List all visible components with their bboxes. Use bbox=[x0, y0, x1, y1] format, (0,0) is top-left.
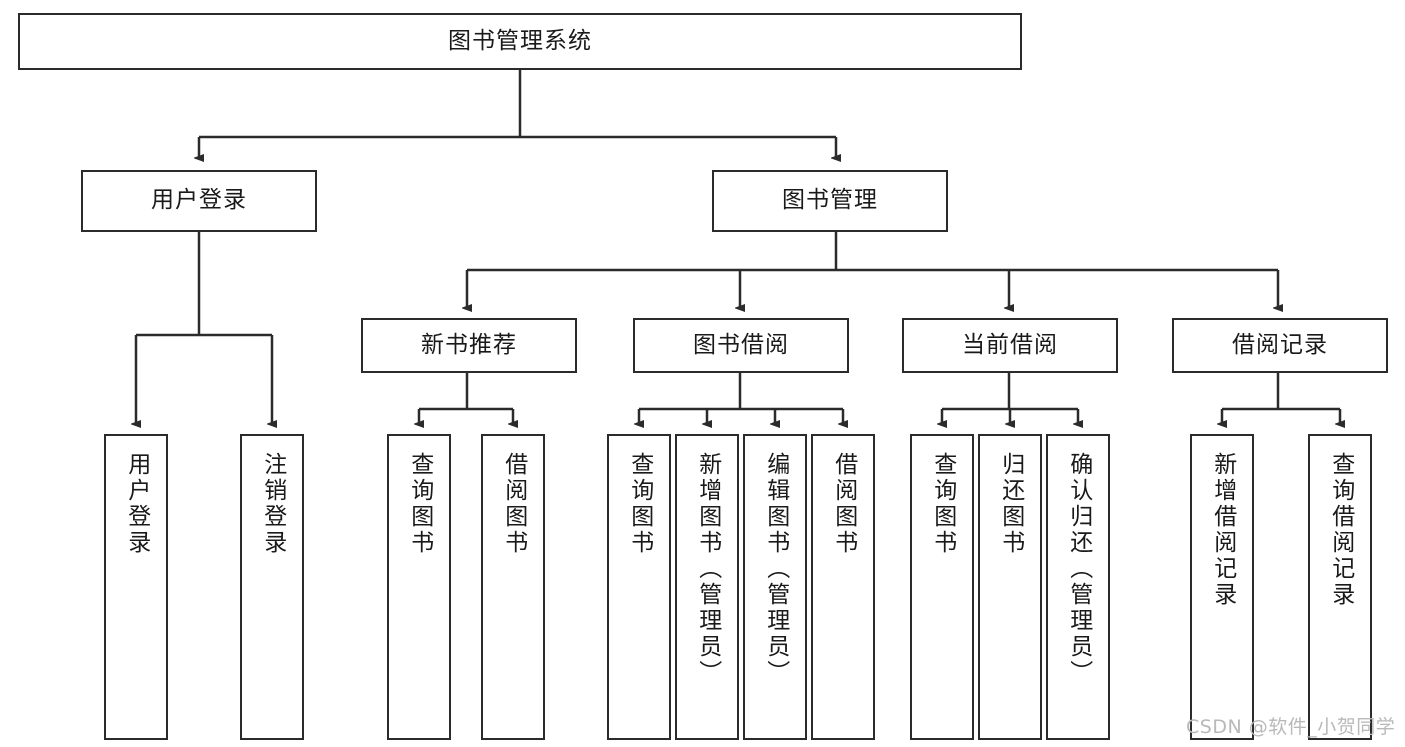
node-leaf-borrow-book-2[interactable]: 借阅图书 bbox=[811, 434, 875, 740]
node-root[interactable]: 图书管理系统 bbox=[18, 13, 1022, 70]
node-leaf-query-book-2[interactable]: 查询图书 bbox=[607, 434, 671, 740]
node-current-borrow[interactable]: 当前借阅 bbox=[902, 318, 1118, 373]
node-leaf-logout[interactable]: 注销登录 bbox=[240, 434, 304, 740]
node-leaf-add-book[interactable]: 新增图书（管理员） bbox=[675, 434, 739, 740]
node-leaf-query-book-1-label: 查询图书 bbox=[406, 452, 433, 556]
node-user-login[interactable]: 用户登录 bbox=[81, 170, 317, 232]
node-leaf-logout-label: 注销登录 bbox=[259, 452, 286, 556]
node-new-book-recommend[interactable]: 新书推荐 bbox=[361, 318, 577, 373]
node-leaf-confirm-return[interactable]: 确认归还（管理员） bbox=[1046, 434, 1110, 740]
node-leaf-return-book-label: 归还图书 bbox=[997, 452, 1024, 556]
node-leaf-query-record[interactable]: 查询借阅记录 bbox=[1308, 434, 1372, 740]
node-leaf-user-login[interactable]: 用户登录 bbox=[104, 434, 168, 740]
node-leaf-query-book-3[interactable]: 查询图书 bbox=[910, 434, 974, 740]
node-leaf-borrow-book-1[interactable]: 借阅图书 bbox=[481, 434, 545, 740]
watermark: CSDN @软件_小贺同学 bbox=[1186, 716, 1396, 738]
node-leaf-query-record-label: 查询借阅记录 bbox=[1327, 452, 1354, 608]
node-leaf-add-book-label: 新增图书（管理员） bbox=[694, 452, 721, 686]
node-leaf-edit-book[interactable]: 编辑图书（管理员） bbox=[743, 434, 807, 740]
node-leaf-query-book-2-label: 查询图书 bbox=[626, 452, 653, 556]
node-borrow-record[interactable]: 借阅记录 bbox=[1172, 318, 1388, 373]
node-leaf-add-record[interactable]: 新增借阅记录 bbox=[1190, 434, 1254, 740]
node-new-book-recommend-label: 新书推荐 bbox=[421, 331, 517, 358]
node-borrow-record-label: 借阅记录 bbox=[1232, 331, 1328, 358]
node-book-management[interactable]: 图书管理 bbox=[712, 170, 948, 232]
node-root-label: 图书管理系统 bbox=[448, 27, 592, 54]
node-leaf-borrow-book-2-label: 借阅图书 bbox=[830, 452, 857, 556]
node-leaf-return-book[interactable]: 归还图书 bbox=[978, 434, 1042, 740]
node-leaf-borrow-book-1-label: 借阅图书 bbox=[500, 452, 527, 556]
node-user-login-label: 用户登录 bbox=[151, 187, 247, 214]
node-leaf-confirm-return-label: 确认归还（管理员） bbox=[1065, 452, 1092, 686]
node-leaf-user-login-label: 用户登录 bbox=[123, 452, 150, 556]
node-current-borrow-label: 当前借阅 bbox=[962, 331, 1058, 358]
node-leaf-query-book-3-label: 查询图书 bbox=[929, 452, 956, 556]
node-leaf-edit-book-label: 编辑图书（管理员） bbox=[762, 452, 789, 686]
node-book-borrow-label: 图书借阅 bbox=[693, 331, 789, 358]
node-book-borrow[interactable]: 图书借阅 bbox=[633, 318, 849, 373]
node-leaf-add-record-label: 新增借阅记录 bbox=[1209, 452, 1236, 608]
node-leaf-query-book-1[interactable]: 查询图书 bbox=[387, 434, 451, 740]
node-book-management-label: 图书管理 bbox=[782, 187, 878, 214]
